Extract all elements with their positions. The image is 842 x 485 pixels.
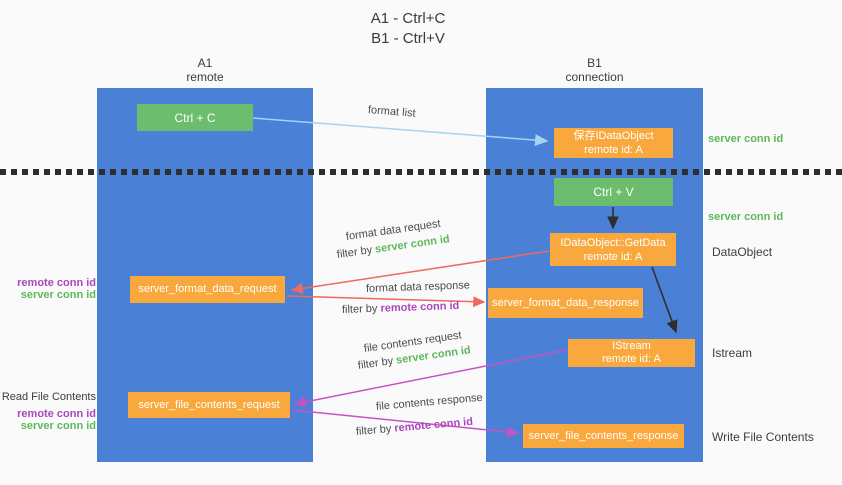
conn-id-labels-top: remote conn id server conn id: [0, 277, 96, 301]
server-conn-id-label-left-top: server conn id: [20, 289, 96, 301]
istream-line1: IStream: [612, 340, 651, 352]
title-line-1: A1 - Ctrl+C: [370, 10, 446, 27]
lane-a1-subtitle: remote: [186, 70, 224, 84]
server-format-data-response-label: server_format_data_response: [492, 296, 639, 309]
server-conn-id-label-mid: server conn id: [708, 211, 784, 223]
istream-node: IStream remote id: A: [568, 339, 695, 367]
filter-by-prefix: filter by: [336, 243, 376, 261]
server-conn-id-label-left-bottom: server conn id: [20, 420, 96, 432]
title-line-2: B1 - Ctrl+V: [371, 30, 445, 47]
server-file-contents-response-label: server_file_contents_response: [528, 429, 679, 442]
server-file-contents-request-node: server_file_contents_request: [128, 392, 290, 418]
getdata-line1: IDataObject::GetData: [560, 236, 666, 249]
format-data-response-filter-label: filter by remote conn id: [342, 300, 460, 316]
server-format-data-request-label: server_format_data_request: [138, 283, 277, 295]
file-contents-response-filter-label: filter by remote conn id: [355, 416, 473, 438]
ctrl-c-label: Ctrl + C: [174, 110, 216, 125]
getdata-node: IDataObject::GetData remote id: A: [550, 233, 676, 266]
session-divider-dotted-line: [0, 169, 842, 175]
file-contents-response-label: file contents response: [375, 391, 484, 413]
server-format-data-response-node: server_format_data_response: [488, 288, 643, 318]
lane-header-a1: A1 remote: [97, 56, 313, 84]
save-idataobject-line1: 保存IDataObject: [573, 130, 654, 142]
save-idataobject-line2: remote id: A: [584, 144, 643, 156]
server-format-data-request-node: server_format_data_request: [130, 276, 285, 303]
server-file-contents-request-label: server_file_contents_request: [138, 398, 280, 411]
getdata-line2: remote id: A: [583, 250, 643, 263]
filter-by-prefix: filter by: [357, 354, 397, 372]
server-conn-id-label-top: server conn id: [708, 133, 784, 145]
lane-b1-title: B1: [587, 56, 602, 70]
filter-value-remote-conn-id: remote conn id: [393, 415, 474, 435]
filter-by-prefix: filter by: [341, 302, 381, 316]
lane-b1-subtitle: connection: [565, 70, 624, 84]
remote-conn-id-label-bottom: remote conn id: [17, 408, 96, 420]
write-file-contents-label: Write File Contents: [712, 430, 814, 444]
read-file-contents-label: Read File Contents: [1, 391, 96, 403]
ctrl-v-label: Ctrl + V: [593, 185, 634, 199]
filter-value-remote-conn-id: remote conn id: [380, 299, 460, 315]
server-file-contents-response-node: server_file_contents_response: [523, 424, 684, 448]
format-list-label: format list: [367, 104, 417, 120]
conn-id-labels-bottom: remote conn id server conn id: [0, 408, 96, 432]
lane-header-b1: B1 connection: [486, 56, 703, 84]
ctrl-c-node: Ctrl + C: [137, 104, 253, 131]
save-idataobject-node: 保存IDataObject remote id: A: [554, 128, 673, 158]
lane-a1-title: A1: [197, 56, 213, 70]
istream-line2: remote id: A: [602, 353, 661, 365]
istream-side-label: Istream: [712, 346, 753, 360]
dataobject-label: DataObject: [712, 245, 773, 259]
format-data-response-label: format data response: [365, 279, 471, 295]
remote-conn-id-label-top: remote conn id: [17, 277, 96, 289]
ctrl-v-node: Ctrl + V: [554, 178, 673, 206]
diagram-title: A1 - Ctrl+C B1 - Ctrl+V: [0, 9, 816, 49]
filter-by-prefix: filter by: [355, 422, 395, 438]
